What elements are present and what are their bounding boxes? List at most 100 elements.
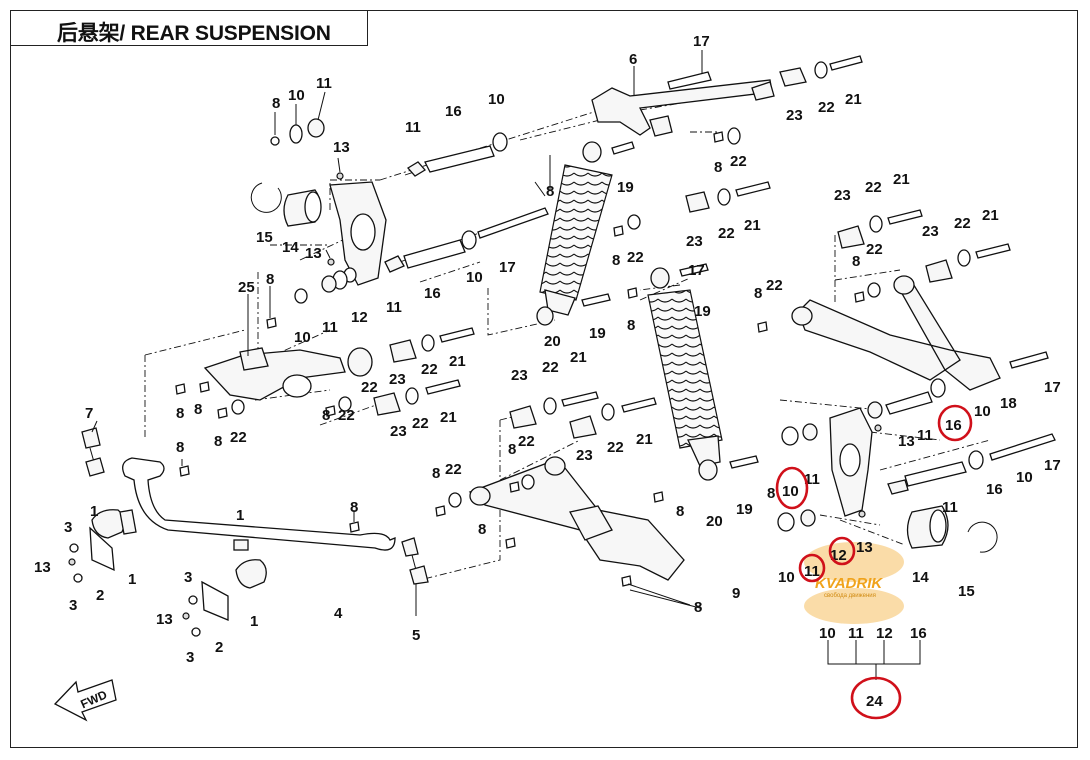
pivot-pipe-16-right-b (904, 461, 967, 487)
callout-22: 22 (338, 407, 355, 424)
bushing-23-b (685, 191, 710, 213)
nut-8-h (199, 381, 210, 393)
shock-spring (539, 164, 613, 301)
leader-lines (91, 50, 921, 680)
bolt-3-a (69, 543, 79, 553)
callout-20: 20 (706, 513, 723, 530)
stabilizer-group (68, 427, 429, 637)
callout-8: 8 (478, 521, 486, 538)
callout-22: 22 (866, 241, 883, 258)
link-5-top (401, 537, 419, 557)
callout-21: 21 (570, 349, 587, 366)
lower-arm-rear-eye (544, 456, 566, 476)
highlight-12 (828, 536, 856, 566)
callout-8: 8 (767, 485, 775, 502)
bolt-3-d (191, 627, 201, 637)
callout-15: 15 (256, 229, 273, 246)
shock2-bottom-eye (698, 459, 718, 481)
snap-ring-15 (250, 182, 282, 213)
washer-22-d (627, 214, 641, 230)
callout-3: 3 (64, 519, 72, 536)
callout-20: 20 (544, 333, 561, 350)
knuckle-bore-right (839, 443, 861, 477)
callout-23: 23 (390, 423, 407, 440)
callout-21: 21 (744, 217, 761, 234)
washer-10-right (930, 378, 946, 398)
bushing-11-right-c (887, 479, 909, 495)
callout-13: 13 (333, 139, 350, 156)
highlight-10 (775, 466, 809, 510)
page-title: 后悬架/ REAR SUSPENSION (57, 22, 331, 45)
link-7-top (81, 427, 101, 449)
pivot-pipe-16-mid (403, 239, 466, 269)
bushing-11-right-b (802, 423, 818, 441)
fwd-arrow: FWD (53, 679, 117, 722)
grease-fitting-13 (336, 172, 344, 180)
callout-21: 21 (449, 353, 466, 370)
callout-22: 22 (818, 99, 835, 116)
callout-8: 8 (214, 433, 222, 450)
callout-13: 13 (856, 539, 873, 556)
upper-a-arm-6 (591, 55, 863, 237)
highlight-24 (850, 676, 902, 720)
callout-18: 18 (1000, 395, 1017, 412)
callout-22: 22 (766, 277, 783, 294)
washer-10-mid (461, 230, 477, 250)
callout-22: 22 (542, 359, 559, 376)
shock-bottom-eye (536, 306, 554, 326)
bearing-face (304, 191, 322, 223)
callout-22: 22 (865, 179, 882, 196)
grease-fitting-13-right (874, 424, 882, 432)
callout-8: 8 (714, 159, 722, 176)
callout-22: 22 (730, 153, 747, 170)
callout-21: 21 (893, 171, 910, 188)
callout-10: 10 (782, 483, 799, 500)
callout-21: 21 (636, 431, 653, 448)
callout-23: 23 (511, 367, 528, 384)
bushing-1-right (235, 559, 267, 589)
pivot-pipe-16-top (424, 145, 495, 173)
callout-11: 11 (386, 299, 402, 316)
trailing-arm-eye (282, 374, 312, 398)
callout-8: 8 (176, 439, 184, 456)
callout-8: 8 (754, 285, 762, 302)
callout-21: 21 (982, 207, 999, 224)
through-bolt-17-mid (477, 207, 549, 239)
stabilizer-collar (233, 539, 249, 551)
bolt-21-j (975, 243, 1011, 259)
bushing-11-top (406, 161, 427, 177)
washer-10-lower (294, 288, 308, 304)
callout-10: 10 (288, 87, 305, 104)
callout-23: 23 (576, 447, 593, 464)
bolt-19-c (679, 263, 709, 277)
bolt-21-top (829, 55, 863, 71)
callout-10: 10 (778, 569, 795, 586)
callout-21: 21 (845, 91, 862, 108)
callout-17: 17 (688, 262, 705, 279)
callout-3: 3 (69, 597, 77, 614)
washer-22-o (867, 282, 881, 298)
callout-11: 11 (322, 319, 338, 336)
nut-8-g (175, 383, 186, 395)
callout-12: 12 (351, 309, 368, 326)
callout-14: 14 (912, 569, 929, 586)
kit-member-12: 12 (876, 625, 893, 642)
callout-11: 11 (316, 75, 332, 92)
nut-8-m (621, 575, 632, 587)
callout-22: 22 (412, 415, 429, 432)
nut-8-q (349, 521, 360, 533)
callout-22: 22 (607, 439, 624, 456)
kit-member-11: 11 (848, 625, 864, 642)
callout-23: 23 (922, 223, 939, 240)
knuckle-bore (350, 213, 376, 251)
callout-8: 8 (852, 253, 860, 270)
callout-23: 23 (786, 107, 803, 124)
callout-10: 10 (294, 329, 311, 346)
right-arm-body (797, 281, 1001, 391)
callout-2: 2 (96, 587, 104, 604)
callout-23: 23 (834, 187, 851, 204)
callout-8: 8 (176, 405, 184, 422)
callout-4: 4 (334, 605, 343, 622)
grease-fitting-13-left (68, 558, 76, 566)
callout-13: 13 (34, 559, 51, 576)
